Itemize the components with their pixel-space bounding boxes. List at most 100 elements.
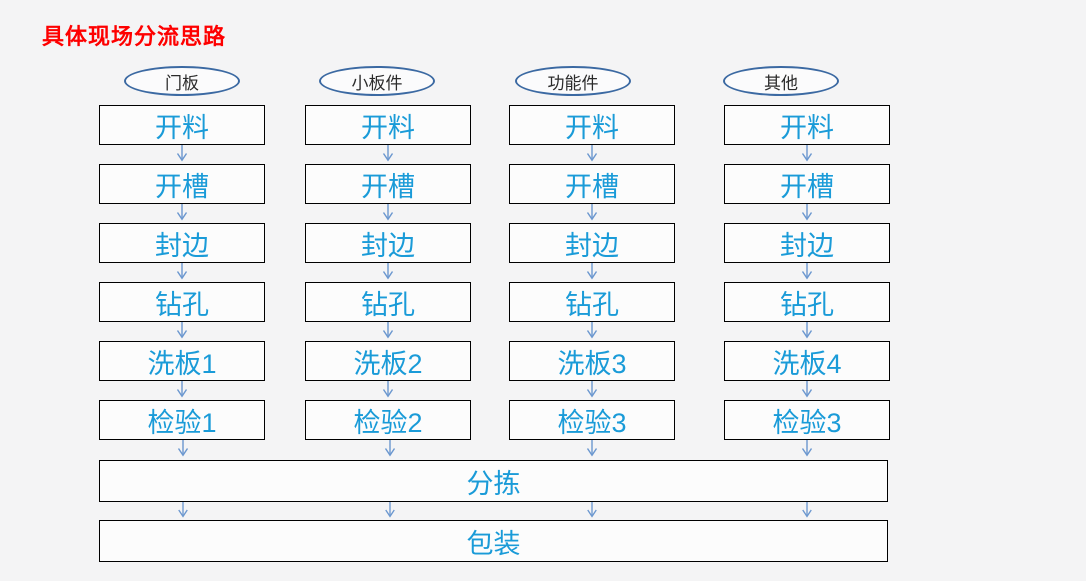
arrow-slot	[509, 322, 675, 341]
step-box: 封边	[724, 223, 890, 263]
step-box: 开槽	[99, 164, 265, 204]
step-label: 检验2	[353, 407, 423, 438]
step-box: 开料	[724, 105, 890, 145]
step-label: 检验3	[557, 407, 627, 438]
step-box: 洗板2	[305, 341, 471, 381]
arrow-slot	[509, 263, 675, 282]
step-label: 洗板3	[557, 348, 627, 379]
step-label: 开料	[780, 112, 834, 143]
step-label: 洗板4	[772, 348, 842, 379]
step-box: 开槽	[509, 164, 675, 204]
down-arrow-icon	[176, 263, 188, 280]
step-box: 封边	[305, 223, 471, 263]
category-oval: 门板	[124, 66, 240, 96]
down-arrow-icon	[176, 381, 188, 398]
down-arrow-icon	[802, 502, 812, 518]
arrow-slot	[724, 381, 890, 400]
pack-arrow-row	[99, 502, 888, 520]
step-label: 封边	[361, 230, 415, 261]
category-oval: 其他	[723, 66, 839, 96]
step-label: 检验1	[147, 407, 217, 438]
arrow-slot	[724, 263, 890, 282]
step-label: 封边	[565, 230, 619, 261]
step-box: 开槽	[724, 164, 890, 204]
down-arrow-icon	[586, 145, 598, 162]
arrow-slot	[509, 145, 675, 164]
step-box: 钻孔	[305, 282, 471, 322]
category-label: 其他	[764, 73, 798, 94]
category-oval: 小板件	[319, 66, 435, 96]
arrow-slot	[99, 204, 265, 223]
step-label: 钻孔	[565, 289, 619, 320]
step-label: 包装	[466, 528, 521, 559]
step-label: 钻孔	[155, 289, 209, 320]
step-box: 检验3	[509, 400, 675, 440]
down-arrow-icon	[801, 263, 813, 280]
down-arrow-icon	[382, 145, 394, 162]
step-box: 钻孔	[99, 282, 265, 322]
arrow-slot	[99, 145, 265, 164]
merge-arrow-row	[99, 440, 888, 460]
step-label: 开料	[361, 112, 415, 143]
down-arrow-icon	[586, 440, 598, 457]
step-box: 洗板1	[99, 341, 265, 381]
down-arrow-icon	[586, 263, 598, 280]
arrow-slot	[724, 322, 890, 341]
arrow-slot	[305, 381, 471, 400]
step-box: 封边	[99, 223, 265, 263]
down-arrow-icon	[176, 322, 188, 339]
step-label: 开槽	[155, 171, 209, 202]
step-box: 洗板4	[724, 341, 890, 381]
arrow-slot	[305, 322, 471, 341]
step-box: 洗板3	[509, 341, 675, 381]
arrow-slot	[305, 204, 471, 223]
down-arrow-icon	[178, 502, 188, 518]
step-box: 开料	[99, 105, 265, 145]
step-box: 开槽	[305, 164, 471, 204]
down-arrow-icon	[176, 145, 188, 162]
down-arrow-icon	[801, 145, 813, 162]
flow-column-door-panel: 门板 开料 开槽 封边 钻孔 洗板1 检验1	[99, 66, 265, 440]
step-label: 开料	[565, 112, 619, 143]
down-arrow-icon	[586, 204, 598, 221]
step-box: 钻孔	[509, 282, 675, 322]
arrow-slot	[509, 381, 675, 400]
down-arrow-icon	[177, 440, 189, 457]
step-box: 钻孔	[724, 282, 890, 322]
category-label: 门板	[165, 73, 199, 94]
down-arrow-icon	[382, 381, 394, 398]
flow-column-small-panel: 小板件 开料 开槽 封边 钻孔 洗板2 检验2	[305, 66, 471, 440]
packing-box: 包装	[99, 520, 888, 562]
down-arrow-icon	[385, 502, 395, 518]
flow-column-other: 其他 开料 开槽 封边 钻孔 洗板4 检验3	[723, 66, 890, 440]
category-label: 功能件	[547, 73, 599, 94]
step-box: 检验3	[724, 400, 890, 440]
step-label: 开槽	[780, 171, 834, 202]
step-label: 封边	[780, 230, 834, 261]
down-arrow-icon	[382, 322, 394, 339]
step-label: 开槽	[361, 171, 415, 202]
arrow-slot	[305, 145, 471, 164]
page-title: 具体现场分流思路	[42, 24, 227, 50]
category-label: 小板件	[351, 73, 403, 94]
arrow-slot	[724, 145, 890, 164]
arrow-slot	[99, 263, 265, 282]
step-label: 洗板1	[147, 348, 217, 379]
step-box: 封边	[509, 223, 675, 263]
down-arrow-icon	[382, 263, 394, 280]
step-box: 开料	[305, 105, 471, 145]
down-arrow-icon	[382, 204, 394, 221]
step-label: 检验3	[772, 407, 842, 438]
step-label: 开槽	[565, 171, 619, 202]
step-box: 检验2	[305, 400, 471, 440]
sorting-box: 分拣	[99, 460, 888, 502]
step-label: 钻孔	[780, 289, 834, 320]
step-label: 洗板2	[353, 348, 423, 379]
step-label: 钻孔	[361, 289, 415, 320]
arrow-slot	[99, 322, 265, 341]
down-arrow-icon	[801, 440, 813, 457]
step-label: 开料	[155, 112, 209, 143]
shared-flow: 分拣 包装	[99, 440, 888, 562]
flow-column-functional-part: 功能件 开料 开槽 封边 钻孔 洗板3 检验3	[509, 66, 675, 440]
